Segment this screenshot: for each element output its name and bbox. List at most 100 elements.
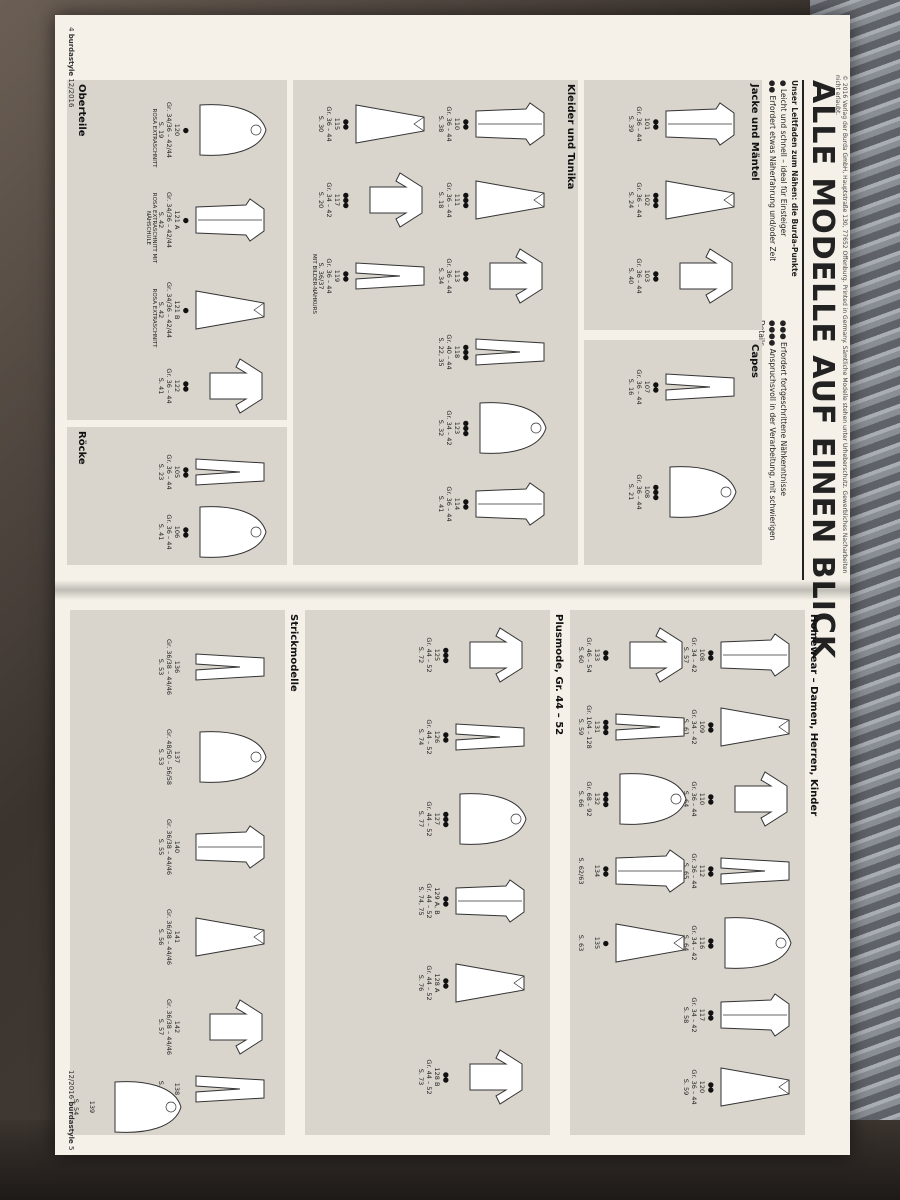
size-range: Gr. 34/36 – 42/44 — [165, 101, 173, 159]
size-range: Gr. 44 – 52 — [425, 965, 433, 1001]
model-number: 120 — [173, 123, 181, 137]
left-issue: 12/2016 — [67, 78, 75, 108]
page-ref: S. 66 — [577, 790, 585, 808]
right-model-23: 138S. 54 — [150, 1052, 270, 1126]
legend-4-dots: ●●●● — [768, 320, 777, 347]
difficulty-dots: ●● — [707, 865, 715, 877]
garment-sketch — [209, 358, 263, 414]
model-number: 128 B — [433, 1067, 441, 1087]
page-ref: S. 76 — [417, 974, 425, 992]
legend-1-dots: ● — [779, 80, 788, 87]
model-number: 134 — [593, 864, 601, 878]
garment-sketch — [734, 771, 788, 827]
size-range: Gr. 36 – 44 — [635, 182, 643, 218]
size-range: Gr. 36 – 44 — [445, 182, 453, 218]
difficulty-dots: ●● — [462, 498, 470, 510]
page-ref: S. 38 — [437, 115, 445, 133]
model-note: MIT BILDER-NÄHKURS — [311, 253, 317, 315]
size-range: Gr. 46 – 54 — [585, 637, 593, 673]
spread-gutter — [55, 580, 850, 600]
difficulty-dots: ●●● — [342, 192, 350, 208]
page-ref: S. 56 — [157, 928, 165, 946]
page-ref: S. 32 — [437, 419, 445, 437]
model-number: 127 — [433, 812, 441, 826]
page-ref: S. 41 — [157, 523, 165, 541]
size-range: Gr. 104 – 128 — [585, 705, 593, 749]
garment-sketch — [195, 458, 265, 486]
model-number: 116 — [698, 936, 706, 950]
section-jacken-title: Jacke und Mäntel — [749, 84, 760, 181]
difficulty-dots: ●●● — [652, 484, 660, 500]
model-number: 117 — [333, 193, 341, 207]
size-range: Gr. 36 – 44 — [635, 258, 643, 294]
page-ref: S. 59 — [577, 718, 585, 736]
page-ref: S. 72 — [417, 646, 425, 664]
garment-sketch — [479, 402, 547, 454]
model-number: 115 — [333, 117, 341, 131]
size-range: Gr. 34/36 – 42/44 — [165, 281, 173, 339]
garment-sketch — [665, 373, 735, 401]
model-number: 107 — [643, 380, 651, 394]
model-number: 117 — [698, 1008, 706, 1022]
model-number: 136 — [173, 660, 181, 674]
garment-sketch — [615, 923, 685, 963]
left-page: © 2016 Verlag der Burda GmbH, Hauptstraß… — [55, 15, 850, 659]
garment-sketch — [720, 857, 790, 885]
difficulty-dots: ●● — [442, 977, 450, 989]
right-issue: 12/2016 — [67, 1070, 75, 1100]
section-plus-title: Plusmode, Gr. 44 – 52 — [553, 614, 564, 736]
size-range: Gr. 36 – 44 — [635, 106, 643, 142]
garment-sketch — [475, 338, 545, 366]
garment-sketch — [195, 290, 265, 330]
legend-1-text: Leicht und schnell – ideal für Einsteige… — [779, 88, 788, 237]
page-ref: S. 39 — [627, 115, 635, 133]
right-brand: burdastyle — [67, 1101, 75, 1144]
difficulty-dots: ●● — [462, 118, 470, 130]
legend-2-text: Erfordert etwas Näherfahrung und/oder Ze… — [768, 95, 777, 262]
garment-sketch — [114, 1081, 182, 1133]
difficulty-dots: ●● — [602, 865, 610, 877]
garment-sketch — [459, 793, 527, 845]
model-note: ROSA EXTRASCHNITT — [151, 108, 157, 168]
difficulty-dots: ●●● — [652, 192, 660, 208]
page-ref: S. 40 — [627, 267, 635, 285]
page-title: ALLE MODELLE AUF EINEN BLICK — [802, 80, 840, 659]
size-range: Gr. 36 – 44 — [690, 781, 698, 817]
section-homewear-title: Homewear – Damen, Herren, Kinder — [808, 614, 819, 817]
legend-2: ●● Erfordert etwas Näherfahrung und/oder… — [767, 80, 778, 310]
legend-heading: Unser Leitfaden zum Nähen: die Burda-Pun… — [790, 80, 799, 277]
garment-sketch — [665, 180, 735, 220]
garment-sketch — [199, 731, 267, 783]
size-range: Gr. 68 – 92 — [585, 781, 593, 817]
garment-sketch — [669, 466, 737, 518]
difficulty-dots: ●●● — [602, 791, 610, 807]
size-range: Gr. 34 – 42 — [690, 709, 698, 745]
difficulty-dots: ● — [182, 127, 190, 133]
legend: Unser Leitfaden zum Nähen: die Burda-Pun… — [757, 80, 800, 560]
garment-sketch — [489, 248, 543, 304]
garment-sketch — [195, 198, 265, 242]
difficulty-dots: ● — [182, 307, 190, 313]
page-ref: S. 41 — [157, 377, 165, 395]
garment-sketch — [455, 879, 525, 923]
garment-sketch — [369, 172, 423, 228]
model-number: 132 — [593, 792, 601, 806]
difficulty-dots: ● — [182, 217, 190, 223]
page-ref: S. 34 — [437, 267, 445, 285]
